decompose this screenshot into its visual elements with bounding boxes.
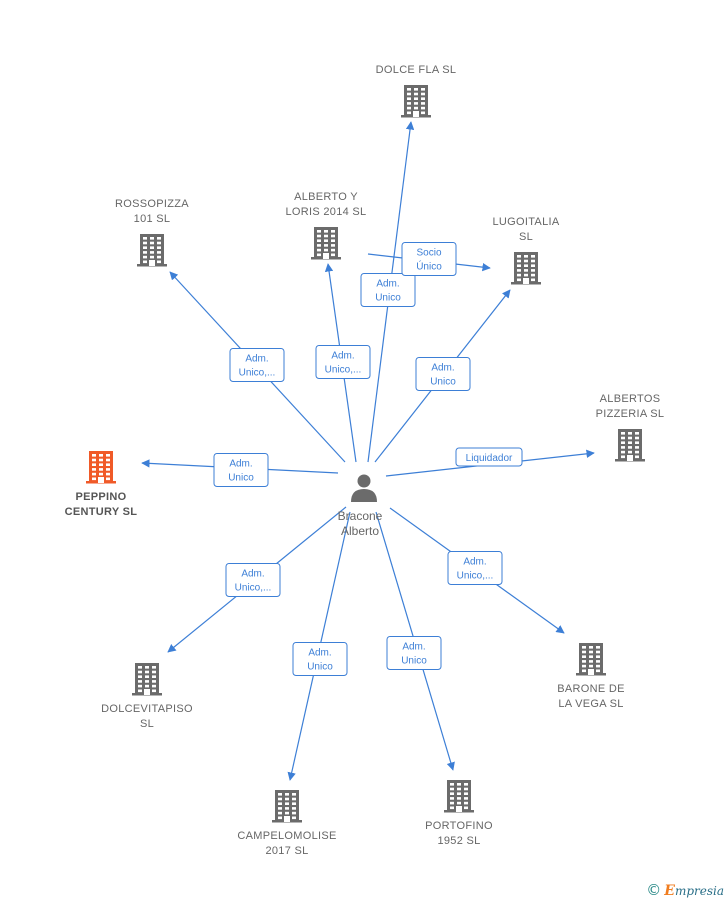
relation-portofino[interactable]: Adm. Unico — [375, 511, 455, 771]
relation-label: Adm. — [376, 279, 399, 290]
relation-rossopizza[interactable]: Adm. Unico,... — [169, 271, 346, 463]
relation-lugoitalia[interactable]: Adm. Unico — [374, 289, 511, 463]
relation-label: Adm. — [241, 569, 264, 580]
person-name: Alberto — [341, 524, 379, 538]
copyright-icon: © — [646, 881, 662, 899]
company-name: ALBERTOS — [600, 393, 661, 405]
person-name: Bracone — [338, 509, 383, 523]
company-node-albertos-pizzeria[interactable]: ALBERTOS PIZZERIA SL — [596, 393, 665, 462]
building-icon — [576, 643, 606, 676]
company-name: LA VEGA SL — [558, 698, 623, 710]
relation-label-box — [229, 348, 285, 382]
relation-label: Unico — [375, 293, 401, 304]
company-node-barone-de-la-vega[interactable]: BARONE DE LA VEGA SL — [557, 643, 625, 710]
company-name: ALBERTO Y — [294, 191, 358, 203]
relation-label: Unico,... — [457, 571, 494, 582]
relation-label-box — [415, 357, 471, 391]
relation-label-box — [225, 563, 281, 597]
relation-label: Único — [416, 260, 442, 273]
person-icon — [351, 474, 377, 502]
building-icon — [272, 790, 302, 823]
relation-label: Adm. — [402, 642, 425, 653]
relation-label-box — [292, 642, 348, 676]
relation-label-box — [447, 551, 503, 585]
building-icon — [615, 429, 645, 462]
relation-alberto-y-loris[interactable]: Adm. Unico,... — [315, 263, 371, 463]
relation-barone-de-la-vega[interactable]: Adm. Unico,... — [389, 507, 565, 634]
company-name: SL — [519, 231, 533, 243]
company-name: LUGOITALIA — [493, 216, 560, 228]
brand-initial: E — [664, 883, 675, 899]
relation-label: Unico — [307, 662, 333, 673]
company-node-dolcevitapiso[interactable]: DOLCEVITAPISO SL — [101, 663, 193, 730]
building-icon — [86, 451, 116, 484]
relation-label: Socio — [416, 248, 441, 259]
relation-dolcevitapiso[interactable]: Adm. Unico,... — [167, 506, 347, 653]
relation-label: Unico — [430, 377, 456, 388]
relation-label: Unico — [228, 473, 254, 484]
relation-label: Adm. — [331, 351, 354, 362]
company-name: BARONE DE — [557, 683, 625, 695]
company-name: DOLCEVITAPISO — [101, 703, 193, 715]
company-node-dolce-fla[interactable]: DOLCE FLA SL — [376, 64, 457, 118]
company-name: DOLCE FLA SL — [376, 64, 457, 76]
company-name: PEPPINO — [75, 491, 126, 503]
company-name: CENTURY SL — [65, 506, 138, 518]
relation-albertos-pizzeria[interactable]: Liquidador — [385, 447, 595, 477]
relation-label: Adm. — [229, 459, 252, 470]
company-node-portofino[interactable]: PORTOFINO 1952 SL — [425, 780, 493, 847]
company-name: PORTOFINO — [425, 820, 493, 832]
building-icon — [311, 227, 341, 260]
company-node-peppino-century[interactable]: PEPPINO CENTURY SL — [65, 451, 138, 518]
company-node-campelomolise[interactable]: CAMPELOMOLISE 2017 SL — [237, 790, 336, 857]
brand-name: mpresia — [674, 884, 724, 898]
relation-label-box — [455, 447, 523, 467]
relation-label: Adm. — [308, 648, 331, 659]
relation-label: Unico,... — [239, 368, 276, 379]
relation-label: Unico — [401, 656, 427, 667]
company-name: CAMPELOMOLISE — [237, 830, 336, 842]
company-name: SL — [140, 718, 154, 730]
relation-label-box — [386, 636, 442, 670]
company-name: 2017 SL — [265, 845, 308, 857]
building-icon — [132, 663, 162, 696]
relation-label-box — [315, 345, 371, 379]
relation-label-box — [401, 242, 457, 276]
relation-label-box — [360, 273, 416, 307]
company-name: ROSSOPIZZA — [115, 198, 189, 210]
building-icon — [137, 234, 167, 267]
building-icon — [511, 252, 541, 285]
relation-label: Adm. — [463, 557, 486, 568]
company-node-lugoitalia[interactable]: LUGOITALIA SL — [493, 216, 560, 285]
company-node-alberto-y-loris[interactable]: ALBERTO Y LORIS 2014 SL — [286, 191, 367, 260]
company-name: LORIS 2014 SL — [286, 206, 367, 218]
relation-label: Unico,... — [325, 365, 362, 376]
company-node-rossopizza[interactable]: ROSSOPIZZA 101 SL — [115, 198, 189, 267]
relation-dolce-fla[interactable]: Adm. Unico — [360, 121, 416, 463]
relation-label: Adm. — [431, 363, 454, 374]
relation-label: Unico,... — [235, 583, 272, 594]
relation-campelomolise[interactable]: Adm. Unico — [287, 511, 351, 781]
building-icon — [444, 780, 474, 813]
relation-label: Liquidador — [466, 453, 513, 464]
relation-label: Adm. — [245, 354, 268, 365]
watermark: ©Empresia — [646, 881, 724, 899]
relation-peppino-century[interactable]: Adm. Unico — [141, 453, 339, 487]
company-name: PIZZERIA SL — [596, 408, 665, 420]
company-name: 101 SL — [134, 213, 171, 225]
company-name: 1952 SL — [437, 835, 480, 847]
relation-label-box — [213, 453, 269, 487]
building-icon — [401, 85, 431, 118]
